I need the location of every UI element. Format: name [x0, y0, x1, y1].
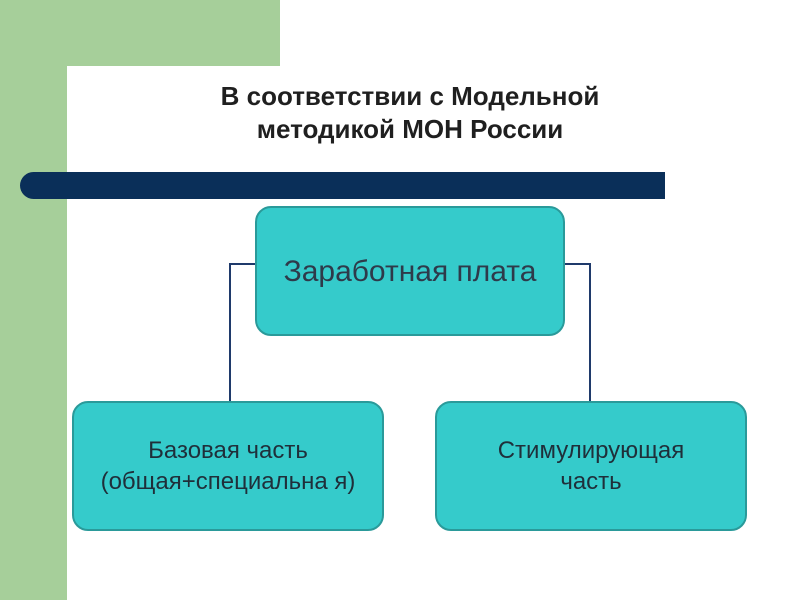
- title-divider-bar: [20, 172, 665, 199]
- side-accent-band: [0, 0, 67, 600]
- connector-right: [565, 263, 591, 401]
- slide-title-line-1: В соответствии с Модельной: [220, 81, 600, 111]
- diagram-node-incentive-part: Стимулирующая часть: [435, 401, 747, 531]
- slide-title: В соответствии с Модельной методикой МОН…: [110, 80, 710, 146]
- diagram-node-base-part: Базовая часть (общая+специальна я): [72, 401, 384, 531]
- slide-title-line-2: методикой МОН России: [256, 114, 564, 144]
- diagram-node-base-part-label: Базовая часть (общая+специальна я): [100, 437, 356, 495]
- connector-left: [229, 263, 255, 401]
- diagram-node-root-label: Заработная плата: [283, 254, 537, 288]
- top-accent-band: [0, 0, 280, 66]
- diagram-node-incentive-part-label: Стимулирующая часть: [497, 437, 685, 495]
- diagram-node-root: Заработная плата: [255, 206, 565, 336]
